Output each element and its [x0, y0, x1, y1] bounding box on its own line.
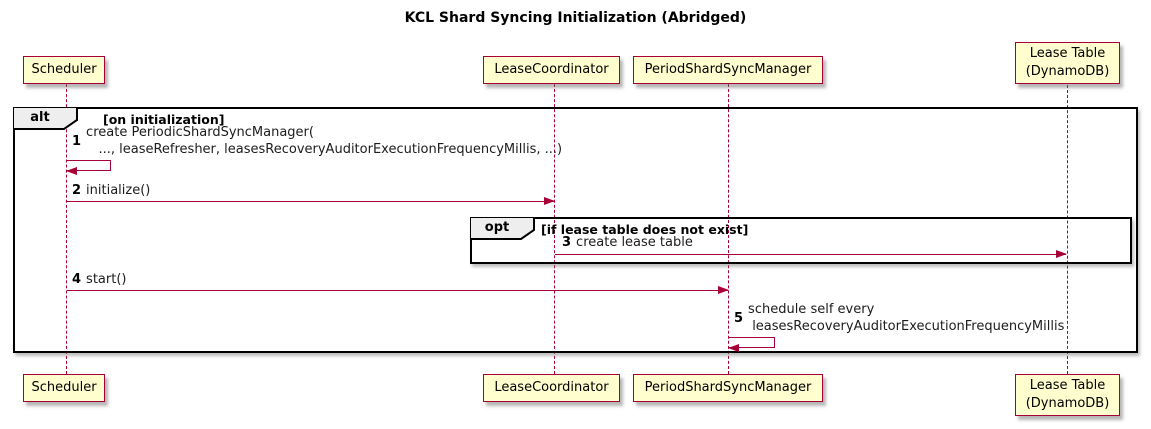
- participant-lease-table-bottom: Lease Table (DynamoDB): [1015, 374, 1120, 416]
- lifeline-leasecoordinator: [554, 84, 555, 374]
- message-4-number: 4: [72, 272, 82, 288]
- diagram-title: KCL Shard Syncing Initialization (Abridg…: [404, 10, 747, 26]
- message-2-text: initialize(): [86, 183, 151, 198]
- arrow-left-icon: [66, 167, 77, 175]
- participant-leasecoordinator-bottom: LeaseCoordinator: [483, 374, 620, 402]
- alt-frame-label-pentagon-icon: [13, 107, 78, 130]
- alt-frame: alt [on initialization]: [13, 107, 1138, 353]
- arrow-left-icon: [728, 344, 739, 352]
- message-1-label: 1 create PeriodicShardSyncManager( ..., …: [72, 124, 562, 158]
- message-2-number: 2: [72, 183, 82, 199]
- arrow-right-icon: [1056, 250, 1067, 258]
- participant-lease-table-top: Lease Table (DynamoDB): [1015, 42, 1120, 84]
- alt-frame-condition: [on initialization]: [103, 112, 225, 127]
- message-3-text: create lease table: [576, 235, 693, 250]
- message-1-self-arrow: [66, 160, 111, 175]
- message-5-text: schedule self every leasesRecoveryAudito…: [748, 302, 1065, 335]
- participant-scheduler-top: Scheduler: [23, 56, 105, 84]
- message-5-number: 5: [734, 310, 744, 326]
- message-2-label: 2 initialize(): [72, 182, 150, 199]
- lifeline-scheduler: [66, 84, 67, 374]
- opt-frame-keyword: opt: [484, 220, 510, 235]
- lifeline-lease-table: [1067, 85, 1068, 374]
- message-5-label: 5 schedule self every leasesRecoveryAudi…: [734, 301, 1064, 335]
- message-4-label: 4 start(): [72, 271, 126, 288]
- message-3-arrow: [555, 250, 1067, 258]
- message-2-arrow: [67, 197, 555, 205]
- message-5-self-arrow: [728, 337, 775, 352]
- participant-periodshardsyncmanager-bottom: PeriodShardSyncManager: [633, 374, 823, 402]
- message-3-number: 3: [562, 235, 572, 251]
- opt-frame: opt [if lease table does not exist]: [470, 217, 1132, 264]
- participant-leasecoordinator-top: LeaseCoordinator: [483, 56, 620, 84]
- alt-frame-keyword: alt: [30, 110, 50, 125]
- message-3-label: 3 create lease table: [562, 234, 693, 251]
- message-1-number: 1: [72, 133, 82, 149]
- message-4-arrow: [67, 286, 729, 294]
- participant-periodshardsyncmanager-top: PeriodShardSyncManager: [633, 56, 823, 84]
- participant-scheduler-bottom: Scheduler: [23, 374, 105, 402]
- arrow-right-icon: [718, 286, 729, 294]
- message-4-text: start(): [86, 272, 127, 287]
- arrow-right-icon: [544, 197, 555, 205]
- message-1-text: create PeriodicShardSyncManager( ..., le…: [86, 125, 563, 158]
- opt-frame-condition: [if lease table does not exist]: [541, 222, 749, 237]
- lifeline-periodshardsyncmanager: [728, 84, 729, 374]
- opt-frame-label-pentagon-icon: [470, 217, 535, 240]
